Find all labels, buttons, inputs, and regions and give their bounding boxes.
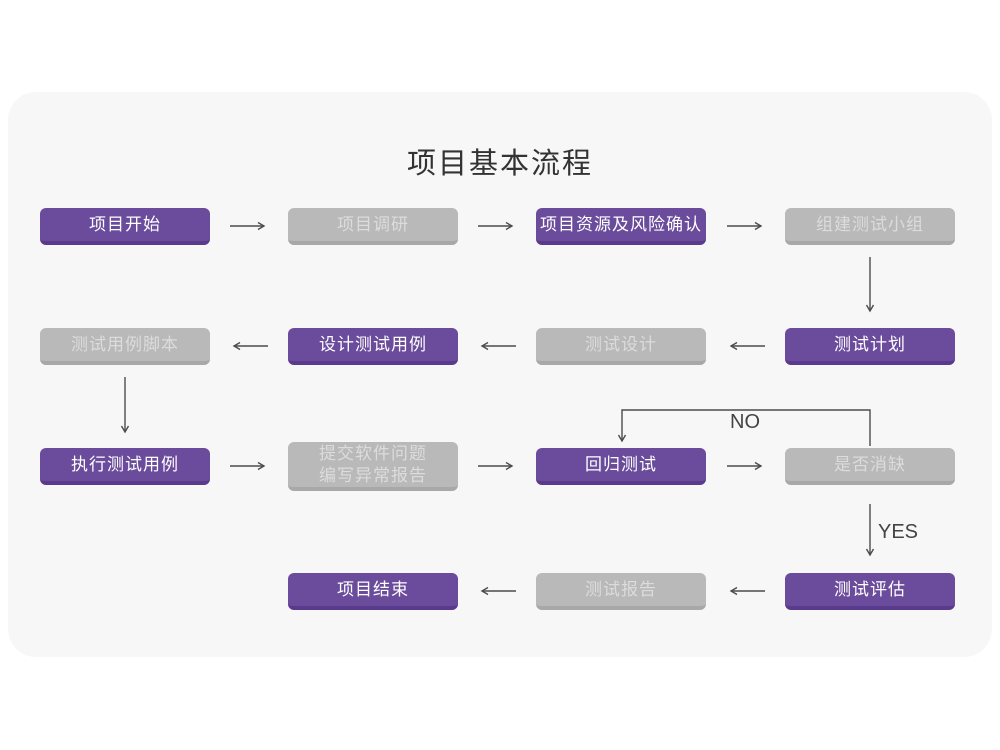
node-label: 测试评估 [834, 579, 906, 599]
branch-label-no: NO [730, 411, 760, 433]
node-project-research: 项目调研 [288, 208, 458, 245]
node-submit-issues-write-report: 提交软件问题 编写异常报告 [288, 442, 458, 491]
node-label: 设计测试用例 [319, 334, 427, 354]
node-test-case-script: 测试用例脚本 [40, 328, 210, 365]
branch-label-yes: YES [878, 521, 919, 543]
node-build-test-team: 组建测试小组 [785, 208, 955, 245]
node-label: 项目开始 [89, 214, 161, 234]
node-test-report: 测试报告 [536, 573, 706, 610]
node-regression-test: 回归测试 [536, 448, 706, 485]
node-label: 测试计划 [834, 334, 906, 354]
node-label: 测试用例脚本 [71, 334, 179, 354]
node-project-end: 项目结束 [288, 573, 458, 610]
node-project-start: 项目开始 [40, 208, 210, 245]
node-label: 测试设计 [585, 334, 657, 354]
node-label: 项目调研 [337, 214, 409, 234]
node-label: 执行测试用例 [71, 454, 179, 474]
node-defect-cleared-decision: 是否消缺 [785, 448, 955, 485]
node-label: 是否消缺 [834, 454, 906, 474]
node-test-plan: 测试计划 [785, 328, 955, 365]
node-test-design: 测试设计 [536, 328, 706, 365]
node-label: 项目资源及风险确认 [540, 214, 702, 234]
node-execute-test-cases: 执行测试用例 [40, 448, 210, 485]
node-design-test-cases: 设计测试用例 [288, 328, 458, 365]
node-label: 测试报告 [585, 579, 657, 599]
page-title: 项目基本流程 [406, 148, 593, 180]
node-label: 项目结束 [337, 579, 409, 599]
node-resources-risk-confirm: 项目资源及风险确认 [536, 208, 706, 245]
node-test-evaluation: 测试评估 [785, 573, 955, 610]
node-label: 组建测试小组 [816, 214, 924, 234]
node-label: 回归测试 [585, 454, 657, 474]
flowchart-card [8, 92, 992, 657]
node-label: 提交软件问题 编写异常报告 [319, 443, 427, 485]
